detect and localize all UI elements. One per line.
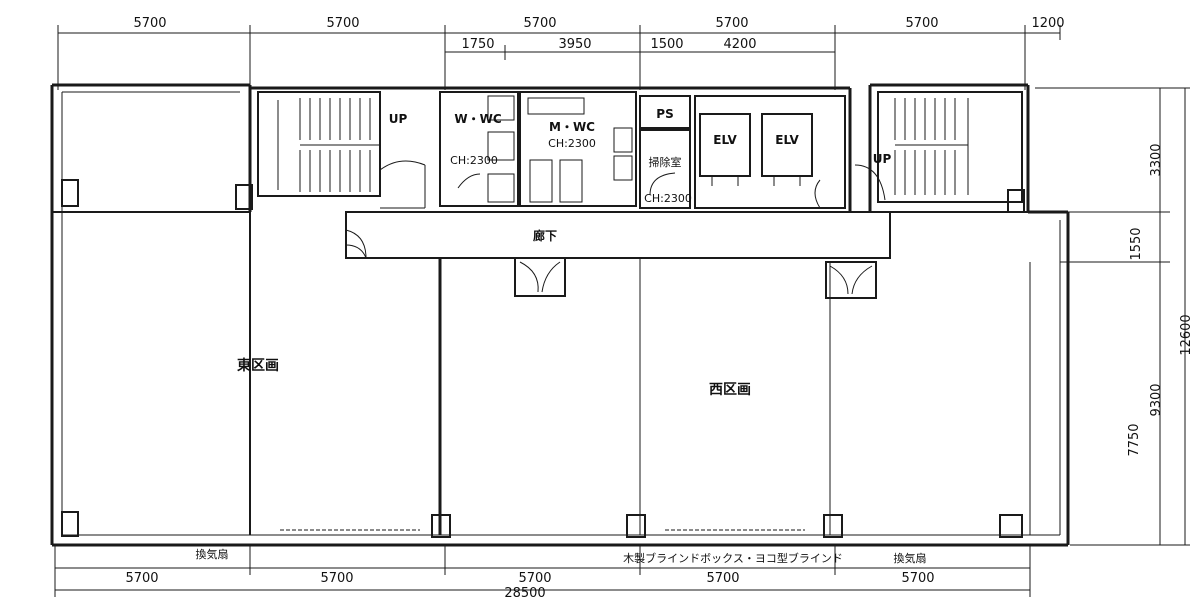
top-dimension-line <box>57 25 1061 90</box>
elevator-2-label: ELV <box>775 133 799 147</box>
stair-west-label: UP <box>389 112 408 126</box>
men-wc-ch: CH:2300 <box>548 137 596 150</box>
men-wc <box>519 91 637 207</box>
dim-right-2: 1550 <box>1129 227 1144 260</box>
dim-bottom-1: 5700 <box>125 571 158 586</box>
cleaning-label: 掃除室 <box>649 155 682 169</box>
stair-east <box>854 91 1023 203</box>
ps-label: PS <box>656 107 673 121</box>
dim-bottom-2: 5700 <box>320 571 353 586</box>
stair-west <box>257 91 426 209</box>
right-dimension-line <box>1035 87 1190 546</box>
dim-sub-4: 4200 <box>723 37 756 52</box>
elevator-hall <box>694 95 846 209</box>
dim-sub-3: 1500 <box>650 37 683 52</box>
dim-sub-2: 3950 <box>558 37 591 52</box>
dim-sub-1: 1750 <box>461 37 494 52</box>
dim-top-3: 5700 <box>523 16 556 31</box>
east-area-label: 東区画 <box>237 357 279 374</box>
dim-bottom-4: 5700 <box>706 571 739 586</box>
bottom-dimension-line <box>54 545 1031 597</box>
cleaning-ch: CH:2300 <box>644 192 692 205</box>
dim-total: 28500 <box>504 586 545 597</box>
partitions <box>249 212 1031 535</box>
corridor <box>345 211 891 299</box>
women-wc-label: W・WC <box>454 112 501 126</box>
dim-bottom-5: 5700 <box>901 571 934 586</box>
outer-walls <box>50 83 1070 547</box>
dim-top-5: 5700 <box>905 16 938 31</box>
dim-top-4: 5700 <box>715 16 748 31</box>
women-wc-ch: CH:2300 <box>450 154 498 167</box>
elevator-1-label: ELV <box>713 133 737 147</box>
women-wc <box>439 91 519 207</box>
dim-top-2: 5700 <box>326 16 359 31</box>
vent-east-note: 換気扇 <box>894 551 927 565</box>
dim-right-3: 12600 <box>1179 314 1194 355</box>
dim-right-5: 7750 <box>1127 423 1142 456</box>
dim-top-1: 5700 <box>133 16 166 31</box>
vent-west-note: 換気扇 <box>196 547 229 561</box>
dim-top-6: 1200 <box>1031 16 1064 31</box>
corridor-label: 廊下 <box>533 228 557 243</box>
blind-note: 木製ブラインドボックス・ヨコ型ブラインド <box>623 551 843 565</box>
columns <box>61 179 1025 538</box>
stair-east-label: UP <box>873 152 892 166</box>
ps-cleaning <box>639 95 691 209</box>
men-wc-label: M・WC <box>549 120 595 134</box>
west-area-label: 西区画 <box>709 382 751 398</box>
dim-right-1: 3300 <box>1149 143 1164 176</box>
dim-bottom-3: 5700 <box>518 571 551 586</box>
dim-right-4: 9300 <box>1149 383 1164 416</box>
